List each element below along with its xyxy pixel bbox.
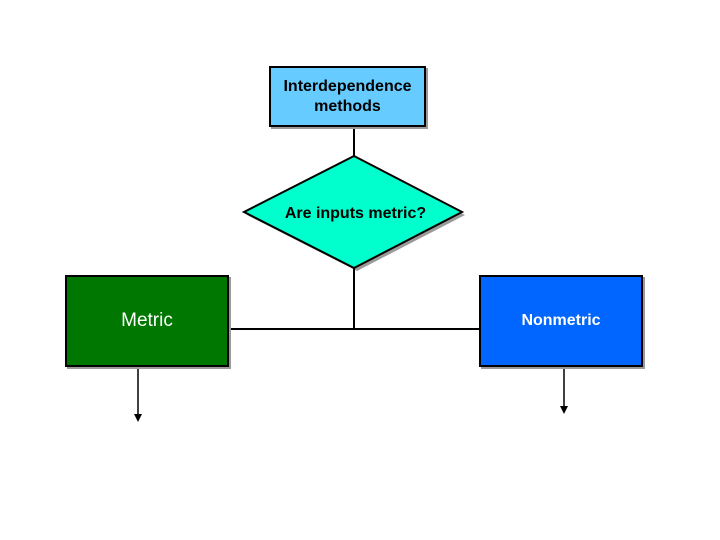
metric-label: Metric: [121, 310, 173, 331]
nonmetric-label: Nonmetric: [521, 312, 601, 329]
nonmetric-box: Nonmetric: [479, 275, 643, 367]
metric-box: Metric: [65, 275, 229, 367]
interdependence-methods-label: Interdependence methods: [283, 77, 412, 115]
decision-label: Are inputs metric?: [284, 205, 427, 222]
interdependence-methods-box: Interdependence methods: [269, 66, 426, 127]
